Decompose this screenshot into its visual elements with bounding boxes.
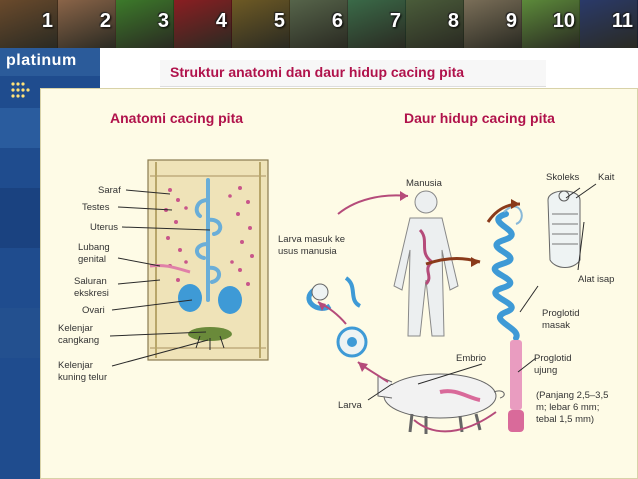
larva-illustrations <box>309 278 366 356</box>
label-larva: Larva <box>338 400 362 412</box>
label-kelenjar-kuning-1: Kelenjar <box>58 360 93 372</box>
label-proglotid-masak-1: Proglotid <box>542 308 580 320</box>
label-lubang: Lubang <box>78 242 110 254</box>
label-genital: genital <box>78 254 106 266</box>
label-ovari: Ovari <box>82 305 105 317</box>
label-kelenjar-cangkang-1: Kelenjar <box>58 323 93 335</box>
label-saluran: Saluran <box>74 276 107 288</box>
label-larva-masuk-2: usus manusia <box>278 246 337 258</box>
label-kelenjar-cangkang-2: cangkang <box>58 335 99 347</box>
label-testes: Testes <box>82 202 109 214</box>
label-uterus: Uterus <box>90 222 118 234</box>
label-kait: Kait <box>598 172 614 184</box>
label-larva-masuk-1: Larva masuk ke <box>278 234 345 246</box>
label-size-3: tebal 1,5 mm) <box>536 414 594 426</box>
label-kelenjar-kuning-2: kuning telur <box>58 372 107 384</box>
label-proglotid-ujung-2: ujung <box>534 365 557 377</box>
label-saraf: Saraf <box>98 185 121 197</box>
label-ekskresi: ekskresi <box>74 288 109 300</box>
label-manusia: Manusia <box>406 178 442 190</box>
label-alat-isap: Alat isap <box>578 274 614 286</box>
label-size-1: (Panjang 2,5–3,5 <box>536 390 608 402</box>
label-embrio: Embrio <box>456 353 486 365</box>
proglottid-illustration <box>148 160 268 360</box>
tapeworm-body <box>495 207 524 432</box>
label-skoleks: Skoleks <box>546 172 579 184</box>
scolex-illustration <box>548 191 580 268</box>
pig-illustration <box>378 374 504 434</box>
label-proglotid-ujung-1: Proglotid <box>534 353 572 365</box>
label-size-2: m; lebar 6 mm; <box>536 402 599 414</box>
label-proglotid-masak-2: masak <box>542 320 570 332</box>
